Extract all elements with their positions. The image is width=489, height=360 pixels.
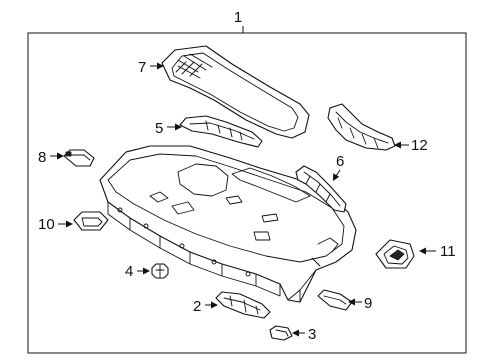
part-2-clip bbox=[215, 291, 271, 319]
callout-5: 5 bbox=[155, 120, 163, 137]
part-6-bracket bbox=[295, 165, 347, 213]
callout-7: 7 bbox=[138, 59, 146, 76]
arrow-3 bbox=[292, 329, 299, 337]
arrow-7 bbox=[157, 62, 164, 70]
callout-8: 8 bbox=[38, 149, 46, 166]
arrow-12 bbox=[394, 141, 401, 149]
arrow-11 bbox=[419, 247, 426, 255]
part-9-clip bbox=[317, 289, 353, 311]
callout-1: 1 bbox=[234, 9, 242, 26]
assembly-frame bbox=[27, 32, 467, 354]
arrow-9 bbox=[348, 298, 355, 306]
part-10-pad bbox=[73, 211, 109, 231]
arrow-2 bbox=[211, 301, 218, 309]
arrow-10 bbox=[66, 220, 73, 228]
part-11-grille bbox=[375, 239, 415, 269]
callout-10: 10 bbox=[38, 216, 55, 233]
part-12-bracket bbox=[327, 103, 396, 151]
callout-9: 9 bbox=[364, 295, 372, 312]
callout-12: 12 bbox=[411, 137, 428, 154]
part-8-clip bbox=[63, 149, 95, 167]
arrow-5 bbox=[175, 123, 182, 131]
arrow-8 bbox=[57, 152, 64, 160]
callout-2: 2 bbox=[193, 298, 201, 315]
part-7-frame bbox=[161, 45, 310, 139]
arrow-4 bbox=[143, 267, 150, 275]
part-3-bracket bbox=[269, 325, 293, 341]
callout-6: 6 bbox=[336, 153, 344, 170]
callout-3: 3 bbox=[308, 326, 316, 343]
part-5-strip bbox=[179, 115, 263, 148]
callout-4: 4 bbox=[125, 263, 133, 280]
arrow-6 bbox=[333, 173, 340, 181]
package-tray-panel bbox=[99, 145, 357, 303]
leader-6 bbox=[335, 169, 341, 177]
part-4-bolt bbox=[151, 263, 169, 279]
callout-11: 11 bbox=[440, 243, 456, 260]
